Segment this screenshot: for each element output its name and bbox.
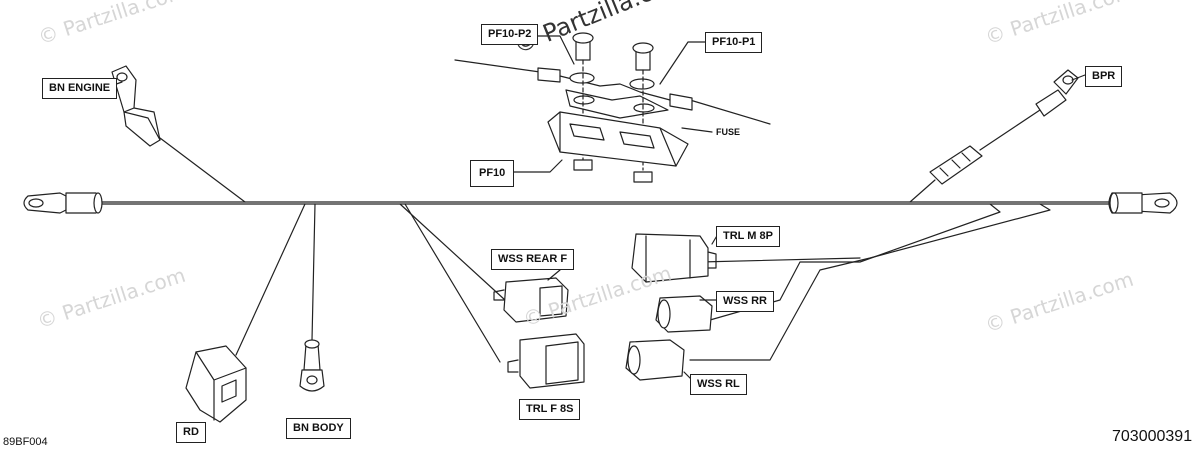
callout-leaders [107, 35, 1086, 381]
rd-connector [185, 345, 247, 423]
branch-lines [235, 203, 1051, 363]
diagram-code-right: 703000391 [1112, 428, 1193, 445]
callout-trl-f-8s: TRL F 8S [519, 399, 581, 420]
callout-wss-rl: WSS RL [690, 374, 747, 395]
wss-rr-connector [655, 295, 713, 333]
callout-pf10-p1: PF10-P1 [705, 32, 763, 53]
diagram-code-left: 89BF004 [3, 436, 48, 448]
callout-wss-rr: WSS RR [716, 291, 774, 312]
trl-f-8s-connector [507, 333, 585, 389]
main-harness-trunk [99, 201, 1111, 205]
callout-fuse: FUSE [716, 127, 741, 137]
callout-bpr: BPR [1085, 66, 1123, 87]
bpr-fuse-branch [909, 69, 1079, 203]
bn-engine-terminal [111, 65, 246, 203]
wss-rear-f-connector [493, 277, 569, 323]
callout-bn-engine: BN ENGINE [42, 78, 118, 99]
callout-rd: RD [176, 422, 206, 443]
callout-bn-body: BN BODY [286, 418, 351, 439]
callout-pf10: PF10 [470, 160, 515, 187]
trl-m-8p-connector [631, 233, 717, 283]
bn-body-terminal [299, 339, 325, 392]
pf10-fuse-holder [454, 32, 771, 183]
callout-trl-m-8p: TRL M 8P [716, 226, 780, 247]
left-ring-terminal [23, 192, 103, 214]
callout-pf10-p2: PF10-P2 [481, 24, 539, 45]
callout-wss-rear-f: WSS REAR F [491, 249, 575, 270]
wss-rl-connector [625, 339, 685, 381]
right-ring-terminal [1108, 192, 1178, 214]
